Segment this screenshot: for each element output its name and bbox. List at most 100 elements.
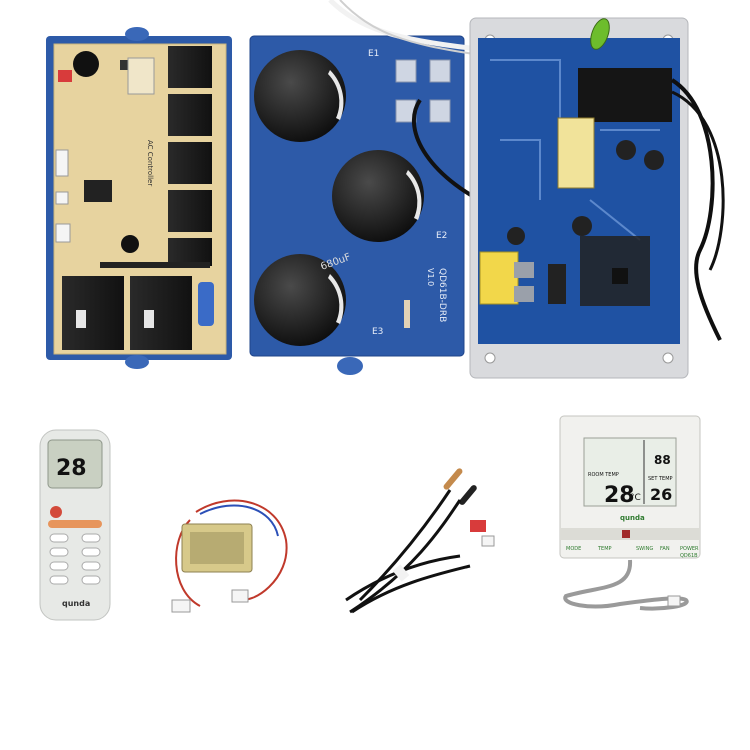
wall-cable [563,559,689,611]
capacitor-blue [198,282,214,326]
lcd-set-label: SET TEMP [648,476,673,482]
capacitor-yellow [479,251,519,305]
lcd-unit: °C [630,493,641,503]
sensor-cable [351,564,471,614]
relay [168,238,212,266]
connector-white [127,57,155,95]
remote-power-button[interactable] [50,506,62,518]
power-indicator [622,530,630,538]
cap-label-e3: E3 [372,327,383,337]
remote-buttons [49,533,101,585]
mount-tab [125,27,149,41]
sensor-cable [345,554,461,602]
lcd-room-value: 28 [604,483,635,508]
remote-button[interactable] [81,561,101,571]
lcd-set-value: 26 [650,485,672,504]
remote-lcd-value: 28 [56,456,87,481]
remote-brand: qunda [62,599,90,608]
temperature-sensor [345,468,495,614]
sensor-cable [349,499,462,614]
power-relay [62,276,124,350]
remote-control: 28 qunda [39,429,111,621]
capacitor-small [616,140,636,160]
cable-tie [392,564,410,582]
connector-white [55,223,71,243]
remote-button[interactable] [49,561,69,571]
mount-hole [484,352,496,364]
capacitor-small [507,227,525,245]
mount-hole [662,352,674,364]
remote-mode-button[interactable] [48,520,102,528]
wire-black [671,90,725,271]
wire-red [195,499,288,601]
relay [168,94,212,136]
wall-model: QD61B [680,553,698,559]
wall-controller: ROOM TEMP 28 °C 88 SET TEMP 26 qunda MOD… [559,415,701,611]
wall-brand: qunda [620,514,645,522]
wall-lcd [583,437,677,507]
lcd-room-label: ROOM TEMP [588,472,619,478]
terminal [514,262,534,278]
connector-white [667,595,681,607]
wall-button-labels: MODE TEMP SWING FAN POWER QD61B [566,546,699,559]
wall-button-mode[interactable]: MODE [566,546,581,552]
relay-terminal [144,310,154,328]
wall-button-temp[interactable]: TEMP [597,546,612,552]
sensor-probe-black [459,485,477,505]
ic-chip [612,268,628,284]
connector-red [470,520,486,532]
capacitor-small [121,235,139,253]
remote-button[interactable] [49,575,69,585]
board-left: AC Controller [46,27,232,369]
sensor-probe-copper [443,468,463,490]
relay [168,142,212,184]
connector-white [231,589,249,603]
cap-label-e2: E2 [436,231,447,241]
wire-blue [199,504,279,537]
remote-button[interactable] [81,547,101,557]
transistor [84,180,112,202]
connector-white [55,191,69,205]
remote-button[interactable] [49,533,69,543]
board-left-silk: AC Controller [146,140,154,186]
remote-lcd [47,439,103,489]
remote-button[interactable] [81,533,101,543]
connector-white [171,599,191,613]
silk-code: QD61B-DRB [437,268,447,322]
terminal [514,286,534,302]
resistor [404,300,410,328]
sensor-green [590,18,610,50]
mount-tab [337,357,363,375]
connector-white [481,535,495,547]
capacitor-small [572,216,592,236]
terminal [429,59,451,83]
relay [168,190,212,232]
terminal [429,99,451,123]
wall-button-swing[interactable]: SWING [636,546,653,552]
connector-white [55,149,69,177]
mount-tab [125,355,149,369]
terminal-block [548,264,566,304]
remote-button[interactable] [81,575,101,585]
capacitor-e3 [254,254,346,346]
wall-button-power[interactable]: POWER [680,546,699,552]
wall-button-fan[interactable]: FAN [660,546,670,552]
capacitor-e2 [332,150,424,242]
relay [168,46,212,88]
terminal [395,59,417,83]
transformer [557,117,595,189]
pcb-trace [490,59,660,241]
sensor-cable [358,489,452,602]
lcd-timer-value: 88 [654,453,671,467]
connector-red [58,70,72,82]
relay [578,68,672,122]
board-middle: 680uF E1 E2 E3 QD61B-DRB V1.0 [249,0,501,375]
capacitor-e1 [254,50,346,142]
relay-terminal [76,310,86,328]
capacitor-small [644,150,664,170]
silk-version: V1.0 [426,268,435,286]
remote-button[interactable] [49,547,69,557]
board-right [469,17,725,379]
transformer-unit [171,499,288,613]
